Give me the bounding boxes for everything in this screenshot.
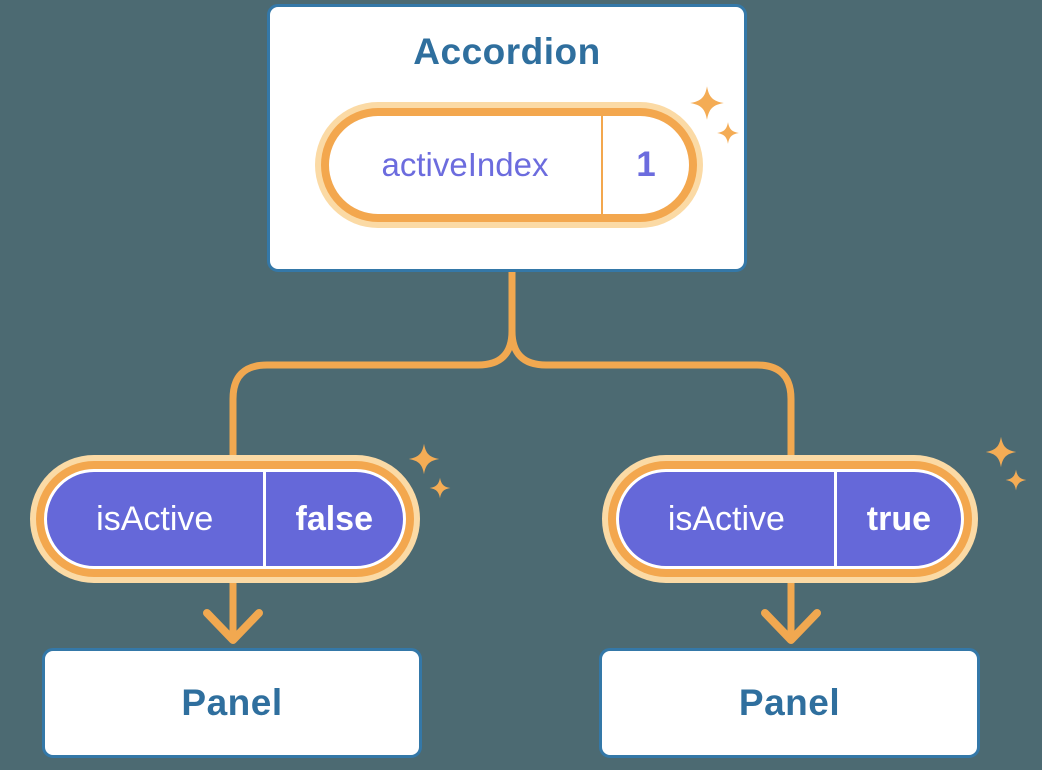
panel-card-left: Panel (42, 648, 422, 758)
sparkle-icon (985, 436, 1027, 491)
pill-divider (601, 116, 603, 214)
prop-pill-value: true (866, 499, 931, 538)
prop-pill-label: isActive (667, 499, 785, 538)
pill-divider (262, 472, 266, 566)
pill-divider (833, 472, 837, 566)
state-pill-ring: activeIndex 1 (321, 108, 697, 222)
prop-pill-label: isActive (96, 499, 214, 538)
accordion-card-title: Accordion (413, 31, 601, 72)
panel-card-title: Panel (181, 682, 283, 723)
prop-pill-isactive-false: isActive false (30, 455, 420, 583)
panel-card-right: Panel (599, 648, 980, 758)
prop-pill-isactive-true: isActive true (602, 455, 978, 583)
state-pill-value: 1 (636, 145, 656, 184)
state-pill-label: activeIndex (381, 146, 549, 183)
arrow-down-icon (761, 609, 821, 644)
prop-pill-ring: isActive true (608, 461, 972, 577)
panel-card-title: Panel (738, 682, 841, 723)
sparkle-icon (408, 443, 451, 499)
prop-pill-value: false (295, 499, 374, 538)
arrow-down-icon (203, 609, 263, 644)
prop-pill-ring: isActive false (36, 461, 414, 577)
state-pill-active-index: activeIndex 1 (315, 102, 703, 228)
